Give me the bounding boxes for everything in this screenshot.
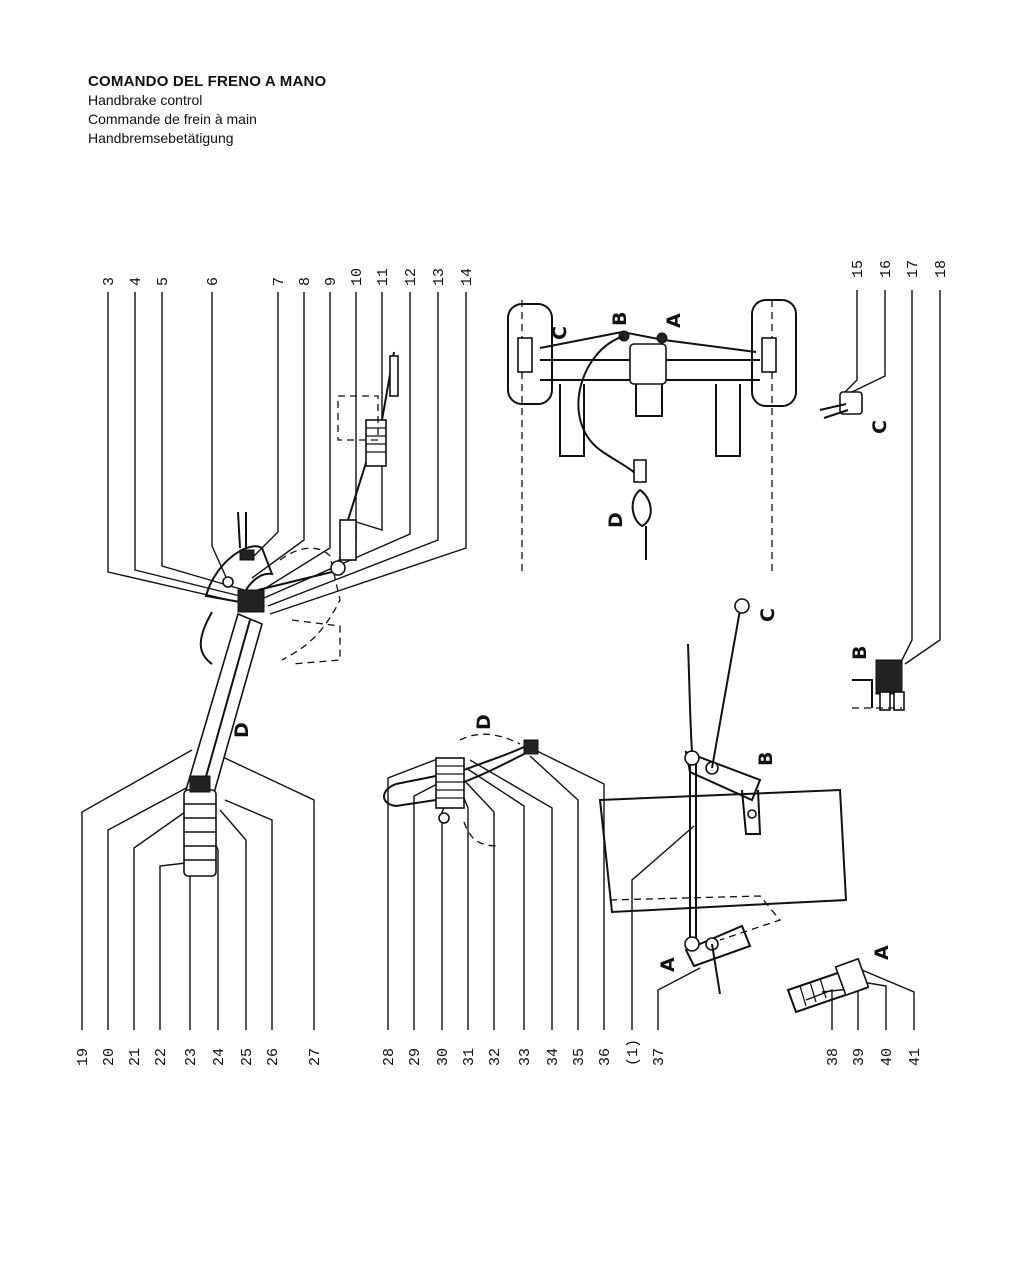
callout-number-37: 37: [651, 1048, 668, 1066]
callout-number-20: 20: [101, 1048, 118, 1066]
callout-number-14: 14: [459, 268, 476, 286]
label-lever-D: D: [231, 722, 253, 738]
callout-number-26: 26: [265, 1048, 282, 1066]
callout-number-12: 12: [403, 268, 420, 286]
callout-number-5: 5: [155, 277, 172, 286]
callout-number-39: 39: [851, 1048, 868, 1066]
callout-number-9: 9: [323, 277, 340, 286]
callout-number-31: 31: [461, 1048, 478, 1066]
label-chassis-A: A: [663, 313, 685, 328]
callout-number-4: 4: [128, 277, 145, 286]
title-french: Commande de frein à main: [88, 111, 257, 127]
callout-number-15: 15: [850, 260, 867, 278]
callout-number-16: 16: [878, 260, 895, 278]
callout-number-35: 35: [571, 1048, 588, 1066]
handbrake-lever-assembly: [183, 351, 399, 877]
title-block: COMANDO DEL FRENO A MANO Handbrake contr…: [88, 72, 326, 148]
label-detail-D: D: [473, 714, 495, 730]
callout-number-8: 8: [297, 277, 314, 286]
callout-number-21: 21: [127, 1048, 144, 1066]
detail-B-bracket: [852, 659, 905, 711]
callout-numbers-bottom-right: 38 39 40 41: [825, 1048, 924, 1066]
label-axle-A: A: [657, 957, 679, 972]
label-axle-B: B: [755, 752, 777, 766]
callout-number-19: 19: [75, 1048, 92, 1066]
callout-number-33: 33: [517, 1048, 534, 1066]
callout-number-40: 40: [879, 1048, 896, 1066]
rear-axle-equalizer-view: [598, 598, 848, 995]
callout-number-13: 13: [431, 268, 448, 286]
callout-numbers-bottom-left: 19 20 21 22 23 24 25 26 27: [75, 1048, 324, 1066]
callout-number-18: 18: [933, 260, 950, 278]
callout-number-23: 23: [183, 1048, 200, 1066]
label-chassis-B: B: [609, 312, 631, 326]
leader-lines-right-top: [844, 290, 941, 669]
callout-number-30: 30: [435, 1048, 452, 1066]
label-axle-C: C: [757, 608, 779, 622]
callout-number-7: 7: [271, 277, 288, 286]
callout-number-36: 36: [597, 1048, 614, 1066]
callout-number-6: 6: [205, 277, 222, 286]
label-detail-A: A: [871, 945, 893, 960]
label-chassis-C: C: [549, 326, 571, 340]
callout-numbers-bottom-mid: 28 29 30 31 32 33 34 35 36 (1) 37: [381, 1039, 668, 1066]
callout-number-29: 29: [407, 1048, 424, 1066]
callout-number-41: 41: [907, 1048, 924, 1066]
title-german: Handbremsebetätigung: [88, 130, 234, 146]
leader-lines-bottom-mid: [387, 749, 701, 1030]
callout-number-paren1paren: (1): [625, 1039, 642, 1066]
callout-number-3: 3: [101, 277, 118, 286]
callout-number-22: 22: [153, 1048, 170, 1066]
callout-number-34: 34: [545, 1048, 562, 1066]
title-english: Handbrake control: [88, 92, 203, 108]
callout-number-32: 32: [487, 1048, 504, 1066]
leader-lines-top: [107, 292, 467, 615]
callout-numbers-right-top: 15 16 17 18: [850, 260, 950, 278]
callout-number-27: 27: [307, 1048, 324, 1066]
detail-A-adjuster: [786, 957, 870, 1014]
callout-number-38: 38: [825, 1048, 842, 1066]
callout-number-10: 10: [349, 268, 366, 286]
callout-number-17: 17: [905, 260, 922, 278]
detail-C-clip: [819, 391, 863, 419]
label-chassis-D: D: [605, 512, 627, 528]
callout-number-25: 25: [239, 1048, 256, 1066]
detail-D-cable-anchor: [383, 733, 539, 847]
chassis-plan-view: [507, 299, 797, 576]
callout-number-11: 11: [375, 268, 392, 286]
title-italian: COMANDO DEL FRENO A MANO: [88, 73, 327, 90]
callout-number-28: 28: [381, 1048, 398, 1066]
label-detail-C: C: [869, 420, 891, 434]
label-detail-B: B: [849, 646, 871, 660]
callout-number-24: 24: [211, 1048, 228, 1066]
